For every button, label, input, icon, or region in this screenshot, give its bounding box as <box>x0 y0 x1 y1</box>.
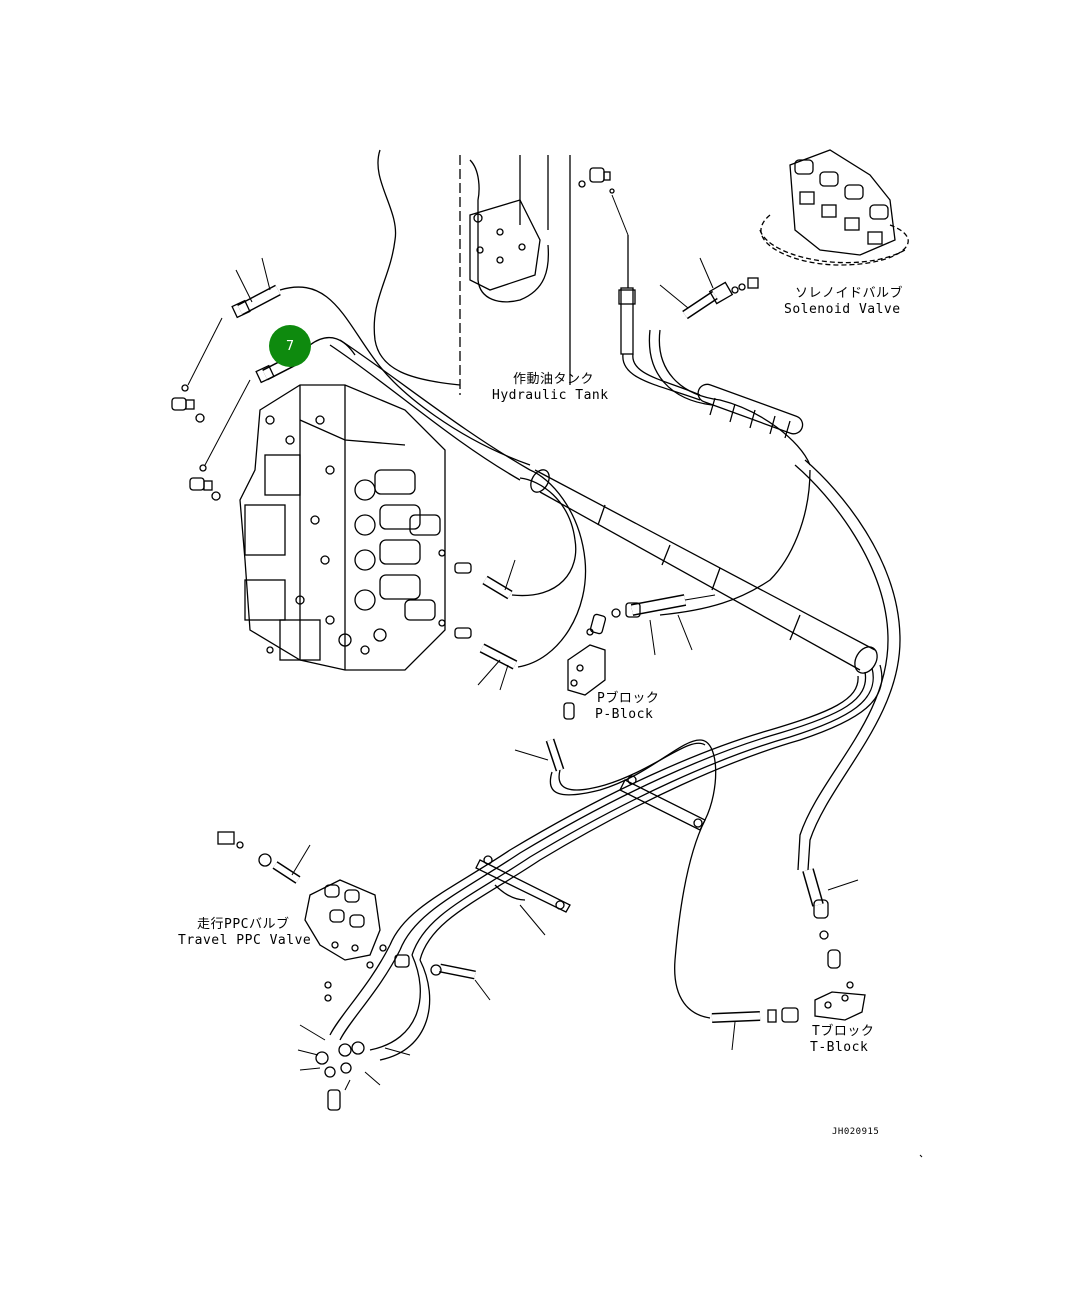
t-block-hose-fitting-icon <box>711 868 859 1051</box>
solenoid-valve-label-jp: ソレノイドバルブ <box>795 286 904 301</box>
tank-elbow-fitting-icon <box>578 167 615 194</box>
travel-ppc-label-jp: 走行PPCバルブ <box>197 917 290 932</box>
ppc-hose-fittings-icon <box>297 944 491 1111</box>
travel-ppc-valve-icon <box>217 831 381 961</box>
hose-protector-tube <box>530 469 878 674</box>
spiral-guard <box>697 383 804 439</box>
clamp-icon <box>475 775 706 936</box>
drawing-code: JH020915 <box>832 1127 880 1137</box>
hydraulic-tank-label-jp: 作動油タンク <box>513 372 595 387</box>
t-block-label-jp: Tブロック <box>812 1024 875 1039</box>
hydraulic-tank-label-en: Hydraulic Tank <box>492 388 609 403</box>
tank-return-hose <box>618 235 701 401</box>
p-block-icon <box>514 613 717 1019</box>
left-elbow-fittings-icon <box>171 397 221 501</box>
hydraulic-tank <box>373 149 571 395</box>
solenoid-hose-fitting-icon <box>659 257 759 320</box>
travel-ppc-label-en: Travel PPC Valve <box>178 933 312 948</box>
callout-7-badge[interactable]: 7 <box>269 325 311 367</box>
solenoid-valve-label-en: Solenoid Valve <box>784 302 901 317</box>
t-block-label-en: T-Block <box>810 1040 869 1055</box>
solenoid-valve-icon <box>759 149 909 266</box>
t-block-icon <box>814 981 866 1021</box>
p-block-label-jp: Pブロック <box>597 691 660 706</box>
mid-hose-fitting-icon <box>611 594 716 656</box>
cv-hose-fitting-icon <box>438 469 587 691</box>
mid-left-hose-fitting-icon <box>199 351 303 472</box>
top-left-hose-fitting-icon <box>181 257 281 392</box>
control-valve-icon <box>239 384 446 671</box>
p-block-label-en: P-Block <box>595 707 654 722</box>
